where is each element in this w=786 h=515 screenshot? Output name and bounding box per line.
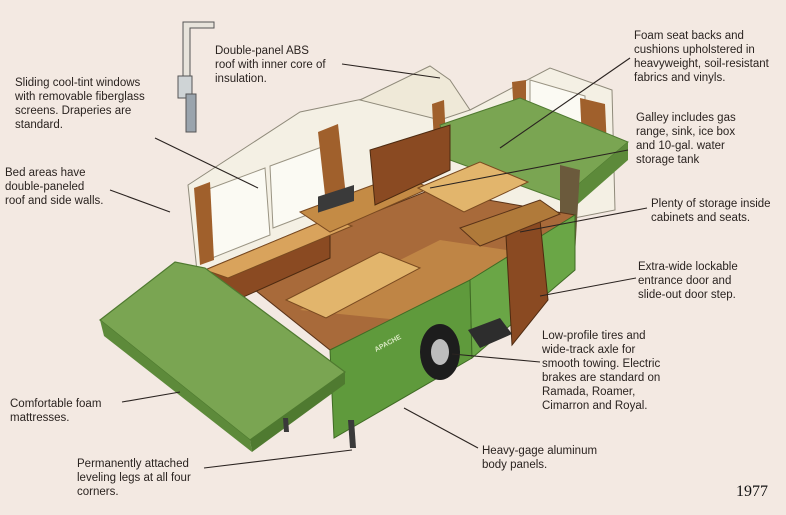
galley-cabinets	[203, 124, 562, 319]
front-bed-platform	[99, 261, 356, 452]
callout-windows: Sliding cool-tint windows with removable…	[15, 77, 145, 131]
leader-leveling-legs	[203, 449, 353, 469]
callout-foam-seats: Foam seat backs and cushions upholstered…	[634, 30, 769, 84]
leader-body-panels	[403, 407, 479, 449]
callout-leader-lines	[109, 57, 648, 469]
leader-galley	[429, 149, 629, 189]
leader-entrance-door	[539, 277, 637, 297]
leader-windows	[154, 137, 259, 189]
leader-roof	[341, 63, 441, 79]
callout-tires: Low-profile tires and wide-track axle fo…	[542, 330, 661, 412]
leader-foam-seats	[499, 57, 631, 149]
callout-roof: Double-panel ABS roof with inner core of…	[215, 45, 326, 85]
callout-body-panels: Heavy-gage aluminum body panels.	[482, 445, 598, 471]
leader-tires	[451, 353, 541, 363]
callout-mattresses: Comfortable foam mattresses.	[10, 398, 102, 424]
roof-panel-cross-section	[177, 21, 215, 133]
callout-storage: Plenty of storage inside cabinets and se…	[651, 198, 771, 224]
callout-leveling-legs: Permanently attached leveling legs at al…	[77, 458, 191, 498]
leader-storage	[519, 207, 648, 233]
leader-bed-areas	[109, 189, 171, 213]
callout-entrance-door: Extra-wide lockable entrance door and sl…	[638, 261, 738, 301]
leader-mattresses	[121, 391, 181, 403]
callout-bed-areas: Bed areas have double-paneled roof and s…	[5, 167, 104, 207]
year-label: 1977	[736, 483, 768, 500]
callout-galley: Galley includes gas range, sink, ice box…	[636, 112, 736, 166]
